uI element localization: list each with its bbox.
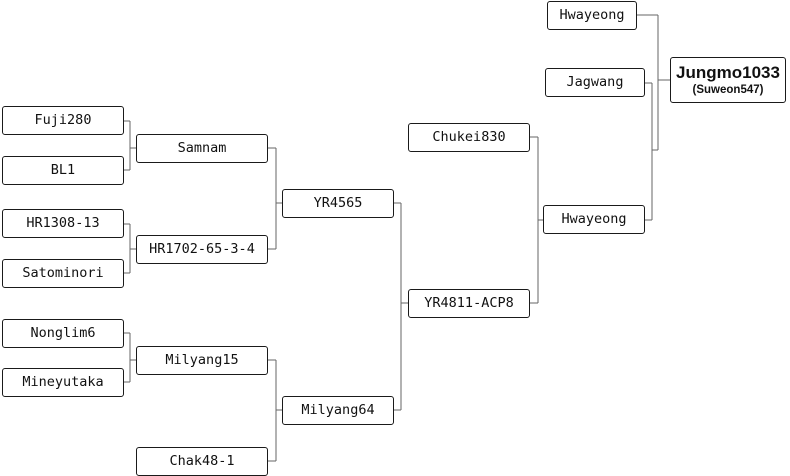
variety-chak48-1: Chak48-1 bbox=[136, 447, 268, 476]
variety-samnam: Samnam bbox=[136, 134, 268, 163]
variety-chukei830: Chukei830 bbox=[408, 123, 530, 152]
variety-mineyutaka: Mineyutaka bbox=[2, 368, 124, 397]
variety-satominori: Satominori bbox=[2, 259, 124, 288]
variety-milyang15: Milyang15 bbox=[136, 346, 268, 375]
variety-jagwang: Jagwang bbox=[545, 68, 645, 97]
variety-milyang64: Milyang64 bbox=[282, 396, 394, 425]
variety-jungmo1033: Jungmo1033 (Suweon547) bbox=[670, 57, 786, 103]
variety-yr4565: YR4565 bbox=[282, 189, 394, 218]
variety-hr1702-65-3-4: HR1702-65-3-4 bbox=[136, 235, 268, 264]
variety-hwayeong-mid: Hwayeong bbox=[543, 205, 645, 234]
variety-hwayeong-top: Hwayeong bbox=[547, 1, 637, 30]
variety-hr1308-13: HR1308-13 bbox=[2, 209, 124, 238]
variety-nonglim6: Nonglim6 bbox=[2, 319, 124, 348]
final-variety-name: Jungmo1033 bbox=[676, 62, 780, 82]
variety-fuji280: Fuji280 bbox=[2, 106, 124, 135]
final-variety-alias: (Suweon547) bbox=[692, 84, 764, 97]
variety-bl1: BL1 bbox=[2, 156, 124, 185]
variety-yr4811-acp8: YR4811-ACP8 bbox=[408, 289, 530, 318]
